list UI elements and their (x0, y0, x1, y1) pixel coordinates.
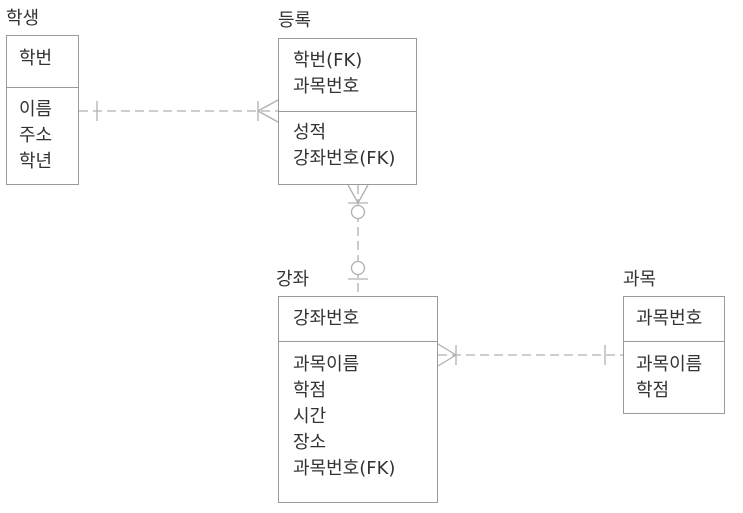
crowfoot-marker (437, 354, 457, 367)
entity-course: 과목번호 과목이름 학점 (623, 296, 725, 414)
attribute: 성적 (293, 122, 327, 143)
zero-marker (350, 260, 366, 276)
attribute-section: 과목이름 학점 시간 장소 과목번호(FK) (279, 342, 437, 482)
crowfoot-marker (257, 99, 279, 112)
primary-key-section: 학번(FK) 과목번호 (279, 39, 416, 112)
crowfoot-marker (437, 343, 457, 356)
relationship-student-enrollment (79, 99, 279, 123)
attribute: 강좌번호 (293, 308, 360, 329)
attribute: 주소 (19, 125, 53, 146)
attribute: 학년 (19, 151, 53, 172)
zero-marker (350, 204, 366, 220)
entity-student: 학번 이름 주소 학년 (6, 35, 79, 185)
relationship-lecture-course (437, 343, 623, 367)
attribute-section: 과목이름 학점 (624, 342, 724, 404)
entity-enrollment: 학번(FK) 과목번호 성적 강좌번호(FK) (278, 38, 417, 185)
attribute: 과목번호(FK) (293, 458, 396, 479)
attribute: 과목번호 (293, 76, 360, 97)
attribute: 이름 (19, 99, 53, 120)
crowfoot-marker (347, 184, 359, 204)
crowfoot-marker (357, 184, 369, 204)
attribute: 과목이름 (293, 354, 360, 375)
primary-key-section: 강좌번호 (279, 297, 437, 342)
attribute: 과목번호 (636, 308, 703, 329)
attribute: 과목이름 (636, 354, 703, 375)
attribute: 학번(FK) (293, 50, 363, 71)
relationship-enrollment-lecture (347, 184, 369, 296)
primary-key-section: 과목번호 (624, 297, 724, 342)
attribute: 학점 (636, 380, 670, 401)
attribute: 학점 (293, 380, 327, 401)
entity-title-student: 학생 (6, 8, 40, 29)
primary-key-section: 학번 (7, 36, 78, 88)
attribute: 장소 (293, 432, 327, 453)
entity-title-enrollment: 등록 (278, 10, 312, 31)
attribute-section: 성적 강좌번호(FK) (279, 112, 416, 172)
entity-title-lecture: 강좌 (276, 269, 310, 290)
entity-lecture: 강좌번호 과목이름 학점 시간 장소 과목번호(FK) (278, 296, 438, 503)
attribute: 시간 (293, 406, 327, 427)
entity-title-course: 과목 (623, 269, 657, 290)
crowfoot-marker (257, 110, 279, 123)
attribute-section: 이름 주소 학년 (7, 88, 78, 175)
attribute: 학번 (19, 48, 53, 69)
attribute: 강좌번호(FK) (293, 148, 396, 169)
